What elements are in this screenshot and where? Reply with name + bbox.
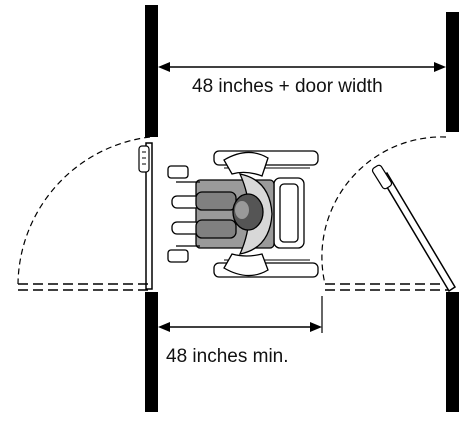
bottom-dimension-arrow-right [310,322,322,332]
left-door [17,136,153,291]
bottom-dimension-label: 48 inches min. [166,346,289,367]
right-door-panel [379,171,457,293]
right-wall-upper [446,12,459,132]
right-door [321,136,457,293]
door-hinge-icon [371,164,393,190]
top-dimension-label: 48 inches + door width [192,76,383,97]
left-door-swing-arc [17,136,151,285]
left-wall-upper [145,5,158,137]
right-door-swing-arc [321,136,447,285]
left-door-panel [145,142,153,290]
top-dimension-arrow-left [158,62,170,72]
right-wall-lower [446,292,459,412]
top-dimension: 48 inches + door width [158,62,446,97]
bottom-dimension: 48 inches min. [158,296,323,367]
door-hinge-icon [138,145,150,173]
bottom-dimension-arrow-left [158,322,170,332]
top-dimension-arrow-right [434,62,446,72]
left-wall-lower [145,292,158,412]
wheelchair-user-icon [167,150,319,278]
